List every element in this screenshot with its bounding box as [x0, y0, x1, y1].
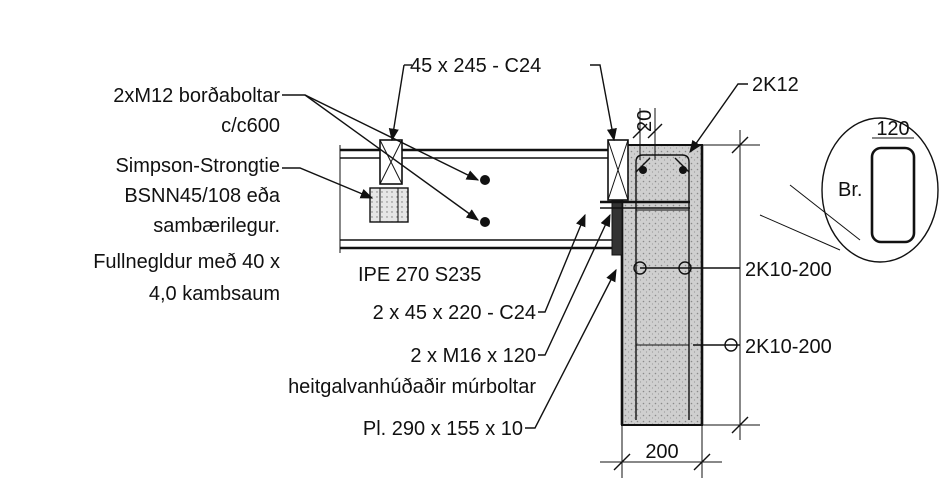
timber-packer-right [607, 139, 629, 201]
label-detail-width: 120 [876, 118, 909, 140]
label-detail-tag: Br. [838, 179, 862, 201]
label-simpson-5: 4,0 kambsaum [149, 283, 280, 305]
label-beam: IPE 270 S235 [358, 264, 481, 286]
label-plate: Pl. 290 x 155 x 10 [363, 418, 523, 440]
label-bolts-1: 2xM12 borðaboltar [113, 85, 280, 107]
detail-bubble [821, 117, 939, 263]
dimension-wall-width [600, 425, 722, 478]
label-dim-cover: 20 [634, 110, 656, 132]
label-dim-wall: 200 [645, 441, 678, 463]
label-anchor-2: heitgalvanhúðaðir múrboltar [288, 376, 536, 398]
label-rebar-top: 2K12 [752, 74, 799, 96]
dimension-wall-height [702, 130, 760, 440]
concrete-wall [620, 144, 704, 426]
label-anchor-1: 2 x M16 x 120 [410, 345, 536, 367]
bolt-dots [480, 175, 490, 227]
label-simpson-2: BSNN45/108 eða [124, 185, 281, 207]
label-simpson-3: sambærilegur. [153, 215, 280, 237]
label-timber-top: 45 x 245 - C24 [410, 55, 541, 77]
rebar-stirrup [635, 154, 690, 420]
label-bolts-2: c/c600 [221, 115, 280, 137]
dimension-cover [632, 108, 663, 160]
simpson-bracket [369, 187, 409, 223]
leader-lines [282, 64, 861, 429]
label-simpson-1: Simpson-Strongtie [115, 155, 280, 177]
label-simpson-4: Fullnegldur með 40 x [93, 251, 280, 273]
label-rebar-low: 2K10-200 [745, 336, 832, 358]
label-rebar-mid: 2K10-200 [745, 259, 832, 281]
label-timber-side: 2 x 45 x 220 - C24 [373, 302, 536, 324]
